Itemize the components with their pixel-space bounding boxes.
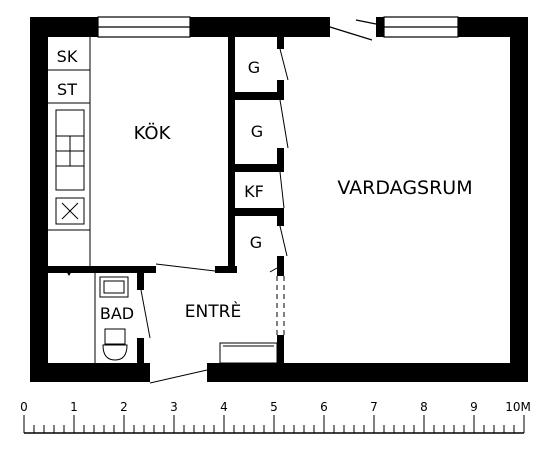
scale-label: 3 — [170, 400, 178, 414]
kitchen-fittings — [48, 37, 91, 266]
wall-closet-left — [228, 37, 235, 272]
wall-top-middle — [190, 17, 330, 37]
door-kf — [279, 171, 285, 209]
entrance-wardrobe — [219, 342, 278, 364]
floor-drain — [65, 269, 73, 276]
scale-bar: 0 1 2 3 4 5 6 7 8 9 10M — [20, 400, 531, 434]
label-closet-kf: KF — [244, 182, 264, 201]
label-closet-g2: G — [251, 122, 263, 141]
wall-closet-right-1 — [277, 37, 284, 49]
scale-label: 10M — [505, 400, 531, 414]
wall-closet-right-5 — [277, 256, 284, 276]
wall-entry-right-lower — [277, 335, 284, 365]
balcony-door — [329, 19, 377, 41]
wall-kitchen-bottom-left — [48, 266, 156, 273]
wall-right — [510, 17, 528, 382]
label-closet-sk: SK — [57, 47, 78, 66]
wall-left — [30, 17, 48, 382]
bath-fixtures — [65, 269, 129, 363]
windows — [97, 16, 459, 38]
wall-kitchen-bottom-right — [215, 266, 237, 273]
scale-label: 4 — [220, 400, 228, 414]
door-kitchen — [155, 263, 216, 272]
scale-label: 7 — [370, 400, 378, 414]
exterior-walls — [30, 17, 528, 382]
interior-walls — [48, 37, 284, 365]
scale-label: 6 — [320, 400, 328, 414]
wall-bottom-left — [30, 363, 150, 382]
door-g2 — [279, 99, 289, 149]
door-bath — [140, 289, 151, 339]
wall-top-right-stub — [376, 17, 384, 37]
toilet — [102, 328, 128, 361]
label-closet-st: ST — [57, 80, 77, 99]
label-closet-g3: G — [250, 233, 262, 252]
wall-bath-upper — [137, 266, 144, 290]
scale-label: 1 — [70, 400, 78, 414]
label-bathroom: BAD — [100, 304, 134, 323]
label-closet-g1: G — [248, 58, 260, 77]
wall-closet-div-1 — [230, 92, 284, 100]
washbasin — [99, 276, 129, 298]
scale-label: 0 — [20, 400, 28, 414]
door-g3 — [279, 225, 288, 257]
open-passage — [276, 276, 285, 335]
wall-closet-right-4 — [277, 208, 284, 226]
door-swings — [140, 48, 289, 384]
scale-label: 5 — [270, 400, 278, 414]
wall-closet-div-3 — [230, 208, 284, 216]
sink — [55, 197, 85, 225]
room-labels: KÖK VARDAGSRUM ENTRÈ BAD SK ST G G KF G — [57, 47, 473, 323]
wall-bath-lower — [137, 338, 144, 365]
wall-closet-div-2 — [230, 164, 284, 172]
wall-bottom-right — [207, 363, 528, 382]
scale-label: 2 — [120, 400, 128, 414]
door-g1 — [279, 48, 289, 81]
wall-closet-right-3 — [277, 148, 284, 172]
scale-label: 9 — [470, 400, 478, 414]
label-kitchen: KÖK — [134, 122, 172, 144]
label-entrance: ENTRÈ — [185, 300, 241, 322]
door-living — [269, 267, 278, 273]
scale-label: 8 — [420, 400, 428, 414]
wall-closet-right-2 — [277, 80, 284, 100]
label-living-room: VARDAGSRUM — [337, 177, 472, 199]
door-entrance — [149, 369, 208, 384]
